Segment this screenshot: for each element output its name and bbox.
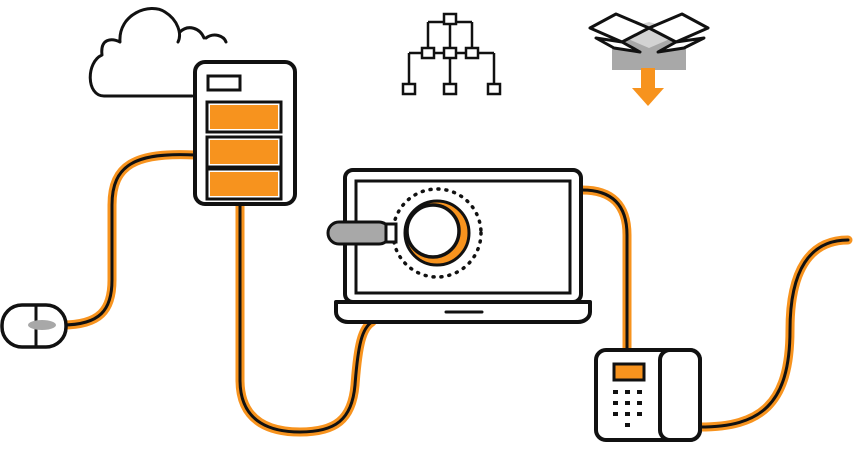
mouse-icon bbox=[0, 303, 68, 349]
phone-handset-icon bbox=[658, 348, 702, 442]
server-drive-bay-3 bbox=[205, 167, 283, 201]
cloud-icon bbox=[88, 7, 228, 98]
magnifier-icon bbox=[326, 187, 483, 279]
phone-display-icon bbox=[612, 362, 646, 382]
server-drive-bay-2 bbox=[205, 135, 283, 169]
mouse-server-cable-icon bbox=[57, 150, 200, 330]
laptop-phone-cable-icon bbox=[577, 185, 632, 355]
network-hierarchy-icon bbox=[401, 12, 502, 96]
download-arrow-icon bbox=[632, 68, 664, 106]
desk-phone-icon bbox=[594, 348, 702, 442]
phone-keypad-icon bbox=[613, 390, 642, 427]
server-drive-bay-1 bbox=[205, 100, 283, 134]
phone-cord-icon bbox=[695, 235, 853, 432]
cables bbox=[57, 150, 853, 437]
server-laptop-cable-icon bbox=[235, 200, 377, 437]
server-icon bbox=[193, 60, 297, 206]
download-box-icon bbox=[588, 12, 710, 106]
